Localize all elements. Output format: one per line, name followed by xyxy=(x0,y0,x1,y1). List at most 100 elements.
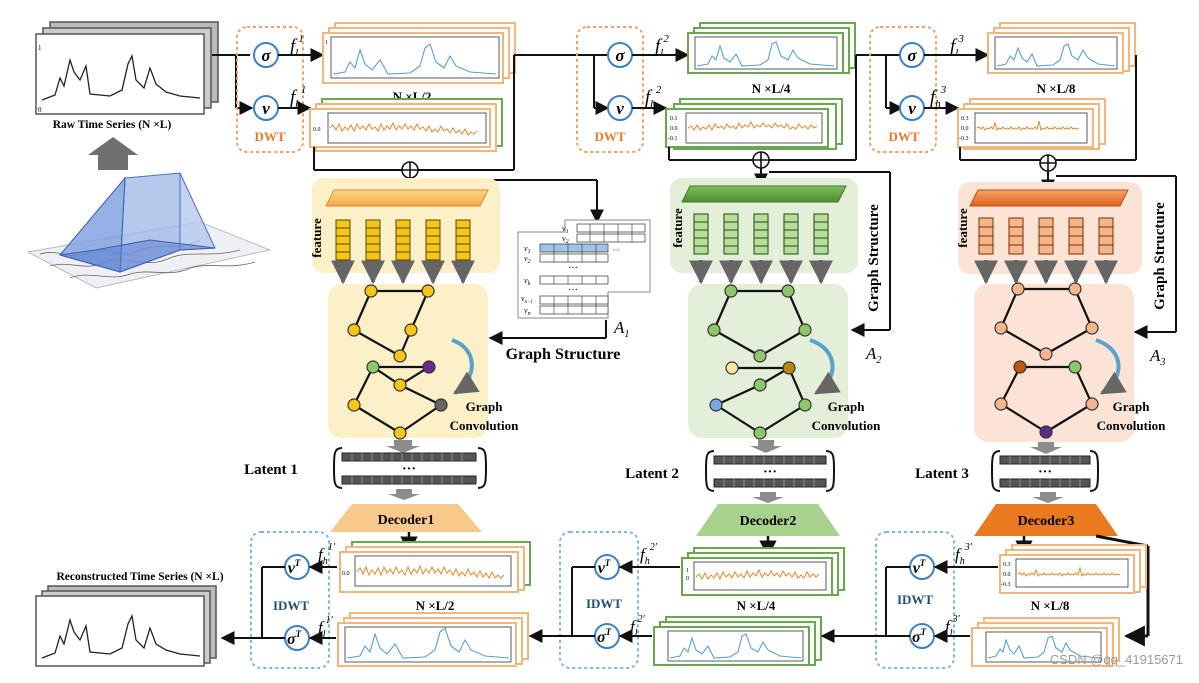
idwt-label-3: IDWT xyxy=(897,592,933,607)
idwt-box-3 xyxy=(875,531,955,669)
low-freq-rec-stack-3 xyxy=(971,617,1120,667)
graph-conv-label-1b: Convolution xyxy=(450,418,519,433)
graph-conv-label-2a: Graph xyxy=(828,399,866,414)
sigma-op-2-label: σ xyxy=(615,46,625,65)
feature-label-3: feature xyxy=(955,208,970,248)
graph-3 xyxy=(994,282,1099,439)
dwt-box-2 xyxy=(576,26,644,153)
graph-panel-2 xyxy=(688,284,848,438)
svg-text:···: ··· xyxy=(1038,465,1052,480)
f-h2r-label: fh2′ xyxy=(640,542,658,567)
graph-structure-label-3: Graph Structure xyxy=(1152,202,1168,310)
f-h1-label: fh1 xyxy=(290,84,306,110)
graph-conv-label-3a: Graph xyxy=(1113,399,1151,414)
feature-columns-3 xyxy=(978,217,1114,255)
size-label-1r: N ×L/2 xyxy=(416,598,455,613)
feature-band-1 xyxy=(325,189,489,207)
adjacency-label-1: A1 xyxy=(613,318,629,340)
size-label-3r: N ×L/8 xyxy=(1031,598,1070,613)
latent-vector-1: ··· xyxy=(333,447,487,489)
svg-text:v2: v2 xyxy=(562,234,569,245)
graph-structure-label-1: Graph Structure xyxy=(506,346,621,363)
feature-band-2 xyxy=(681,185,847,203)
decoder-label-3: Decoder3 xyxy=(1018,514,1075,529)
svg-text:0.1: 0.1 xyxy=(670,116,678,122)
svg-text:v2: v2 xyxy=(524,254,531,265)
f-h3-label: fh3 xyxy=(930,84,947,110)
svg-text:0.3: 0.3 xyxy=(1003,562,1011,568)
svg-text:···: ··· xyxy=(568,263,578,274)
nu-op-2-label: ν xyxy=(616,99,624,118)
raw-time-series-stack: 10 xyxy=(35,21,219,115)
high-freq-rec-stack-3: 0.3 0.0 -0.3 xyxy=(999,544,1147,594)
sigma-t-op-2-label: σT xyxy=(597,627,612,646)
decoder-1 xyxy=(330,504,482,532)
low-freq-rec-stack-1 xyxy=(337,612,529,667)
latent-label-1: Latent 1 xyxy=(244,462,298,478)
svg-text:-0.1: -0.1 xyxy=(668,136,678,142)
f-l3-label: fl3 xyxy=(950,33,964,59)
sigma-t-op-1-label: σT xyxy=(287,629,302,648)
up-arrow-icon xyxy=(88,137,138,170)
graph-conv-arrow-2 xyxy=(809,338,841,395)
svg-text:v1: v1 xyxy=(562,224,569,235)
size-label-3: N ×L/8 xyxy=(1037,81,1076,96)
svg-text:1: 1 xyxy=(325,40,328,46)
svg-text:-0.3: -0.3 xyxy=(959,136,969,142)
decoder-label-1: Decoder1 xyxy=(378,513,435,528)
svg-text:v1: v1 xyxy=(524,244,531,255)
sliding-window-3d xyxy=(26,172,272,289)
high-freq-stack-3: 0.3 0.0 -0.3 xyxy=(957,98,1106,150)
svg-text:···: ··· xyxy=(402,462,416,477)
dwt-label-3: DWT xyxy=(888,129,919,144)
graph-conv-arrow-1 xyxy=(451,338,480,395)
nu-t-op-2-label: νT xyxy=(598,558,611,577)
f-l1r-label: fl1′ xyxy=(318,615,334,640)
latent-label-2: Latent 2 xyxy=(625,466,679,482)
svg-text:0.0: 0.0 xyxy=(342,571,350,577)
sigma-op-3-label: σ xyxy=(907,46,917,65)
svg-text:0.0: 0.0 xyxy=(1003,572,1011,578)
size-label-2: N ×L/4 xyxy=(752,81,791,96)
high-freq-rec-stack-2: 1 0 xyxy=(681,547,845,596)
graph-2 xyxy=(707,284,812,440)
svg-text:0.0: 0.0 xyxy=(961,126,969,132)
adjacency-label-3: A3 xyxy=(1149,346,1165,368)
feature-label-2: feature xyxy=(670,208,685,248)
reconstructed-series-label: Reconstructed Time Series (N ×L) xyxy=(56,571,223,583)
svg-text:···: ··· xyxy=(612,246,620,255)
latent-label-3: Latent 3 xyxy=(915,466,969,482)
svg-text:1: 1 xyxy=(686,568,689,574)
idwt-box-2 xyxy=(559,531,639,669)
low-freq-rec-stack-2 xyxy=(653,616,822,666)
low-freq-stack-3 xyxy=(987,22,1136,74)
f-l3r-label: fl3′ xyxy=(945,614,961,639)
feature-columns-1 xyxy=(335,219,471,261)
feature-label-1: feature xyxy=(309,218,324,258)
graph-conv-label-3b: Convolution xyxy=(1097,418,1166,433)
feature-band-3 xyxy=(969,189,1129,207)
reconstructed-series-stack xyxy=(35,585,217,667)
f-l1-label: fl1 xyxy=(290,33,304,59)
svg-text:···: ··· xyxy=(568,285,578,296)
idwt-label-2: IDWT xyxy=(586,596,622,611)
decoder-3 xyxy=(974,504,1118,536)
svg-text:0.3: 0.3 xyxy=(961,116,969,122)
svg-text:0.0: 0.0 xyxy=(313,127,321,133)
svg-text:···: ··· xyxy=(763,465,777,480)
nu-t-op-3-label: νT xyxy=(913,558,926,577)
low-freq-stack-2 xyxy=(687,22,856,74)
svg-text:vn−1: vn−1 xyxy=(521,294,533,305)
graph-conv-arrow-3 xyxy=(1095,338,1127,395)
nu-op-3-label: ν xyxy=(908,99,916,118)
sigma-t-op-3-label: σT xyxy=(912,627,927,646)
idwt-box-1 xyxy=(250,531,330,669)
latent-vector-2: ··· xyxy=(705,450,835,492)
nu-t-op-1-label: νT xyxy=(288,558,301,577)
dwt-box-1 xyxy=(236,26,304,153)
dwt-label-2: DWT xyxy=(594,129,625,144)
f-h2-label: fh2 xyxy=(645,84,662,110)
feature-columns-2 xyxy=(693,213,829,255)
decoder-label-2: Decoder2 xyxy=(740,514,797,529)
